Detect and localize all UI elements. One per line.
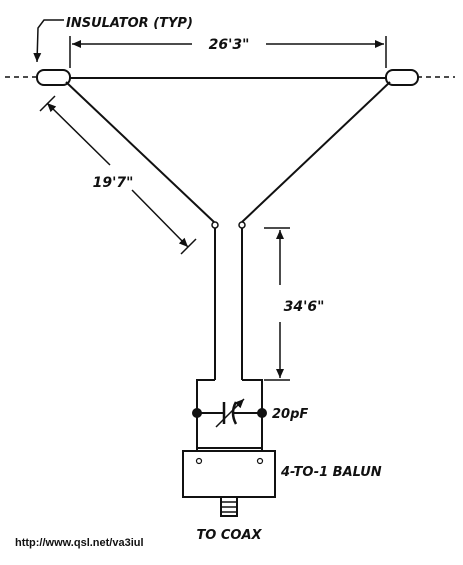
coax-label: TO COAX [196, 528, 262, 543]
junction-dot-right [257, 408, 267, 418]
insulator-label: INSULATOR (TYP) [66, 16, 193, 31]
dim-leg-arrow-top [46, 102, 111, 166]
balun-terminal-right [256, 457, 264, 465]
feeder-length-label: 34'6" [284, 299, 325, 315]
source-url: http://www.qsl.net/va3iul [15, 537, 144, 549]
balun-terminal-left [195, 457, 203, 465]
balun-label: 4-TO-1 BALUN [280, 465, 382, 480]
leg-length-label: 19'7" [93, 175, 134, 191]
balun-box [182, 450, 276, 498]
variable-arrow-icon [215, 398, 245, 428]
insulator-left [36, 69, 71, 86]
left-leg-wire [65, 81, 215, 223]
right-leg-wire [241, 81, 391, 223]
dim-leg-arrow-bottom [131, 189, 189, 248]
tuning-box [196, 379, 263, 449]
top-length-label: 26'3" [209, 37, 250, 53]
insulator-right [385, 69, 419, 86]
insulator-leader-arrow [33, 19, 64, 63]
terminal-left [211, 221, 219, 229]
capacitor-label: 20pF [272, 407, 308, 422]
terminal-right [238, 221, 246, 229]
junction-dot-left [192, 408, 202, 418]
